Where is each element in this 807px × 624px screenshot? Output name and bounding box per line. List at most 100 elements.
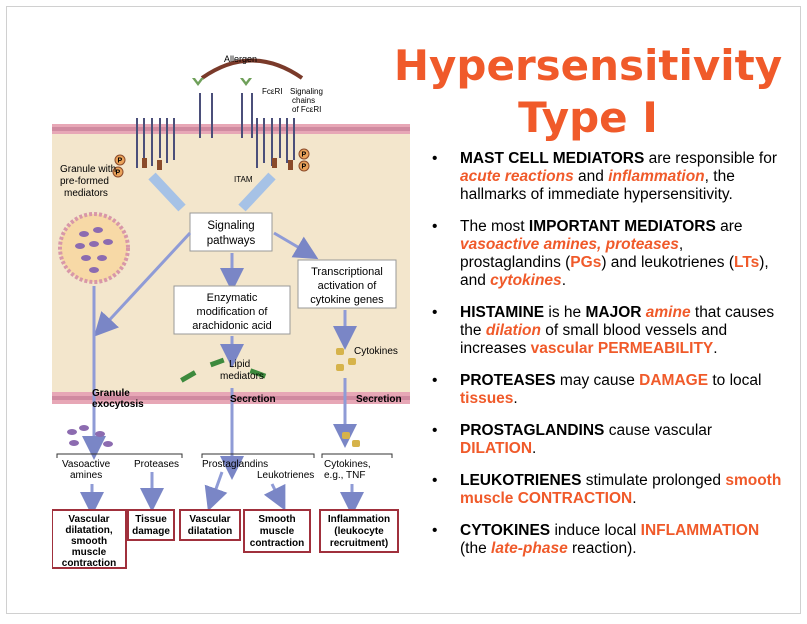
svg-text:Smooth: Smooth	[258, 514, 295, 525]
bullet-text: , the hallmarks of immediate hypersensit…	[460, 168, 735, 203]
svg-text:P: P	[116, 170, 121, 177]
bullet-text: vasoactive amines, proteases	[460, 236, 679, 253]
svg-text:contraction: contraction	[250, 538, 304, 549]
svg-text:modification of: modification of	[197, 306, 269, 318]
bullet-text: .	[513, 390, 518, 407]
prostaglandins-label: Prostaglandins	[202, 459, 268, 470]
svg-text:contraction: contraction	[62, 558, 116, 569]
fceri-label: FcεRI	[262, 87, 282, 96]
bullet-dot: •	[432, 150, 438, 167]
svg-text:chains: chains	[292, 96, 315, 105]
bullet-text: .	[713, 340, 718, 357]
bullet-text: IMPORTANT MEDIATORS	[528, 218, 716, 235]
bullet-text: LTs	[734, 254, 760, 271]
svg-text:P: P	[302, 164, 307, 171]
bullet-text: cause vascular	[604, 422, 713, 439]
bullet-text: PROTEASES	[460, 372, 556, 389]
bullet-text: reaction).	[567, 540, 637, 557]
transcriptional-box	[297, 259, 397, 309]
bullet-text: ), and	[460, 254, 769, 289]
bullet-text: smooth muscle CONTRACTION	[460, 472, 782, 507]
bullet-text: (the	[460, 540, 492, 557]
lipid-mediators-label: Lipid	[229, 359, 250, 370]
svg-text:dilatation,: dilatation,	[65, 525, 112, 536]
signaling-chains-label: Signaling	[290, 87, 323, 96]
svg-text:dilatation: dilatation	[188, 526, 232, 537]
bullet-text: dilation	[485, 322, 541, 339]
bullet-dot: •	[432, 422, 438, 439]
bullet-dot: •	[432, 304, 438, 321]
bullet-text: ) and leukotrienes (	[601, 254, 734, 271]
bullet-item: • CYTOKINES induce local INFLAMMATION (th…	[432, 522, 784, 558]
itam-label: ITAM	[234, 175, 253, 184]
svg-text:cytokine genes: cytokine genes	[310, 294, 384, 306]
bullet-text: PGs	[570, 254, 602, 271]
outcome-box-vascular-smooth	[52, 509, 127, 569]
bullet-text: HISTAMINE	[460, 304, 545, 321]
svg-text:Transcriptional: Transcriptional	[311, 266, 383, 278]
bullet-text: may cause	[555, 372, 640, 389]
outcome-box-tissue-damage	[127, 509, 175, 541]
bullet-text: of small blood vessels and increases	[460, 322, 728, 357]
svg-text:pre-formed: pre-formed	[60, 176, 109, 187]
bullet-text: acute reactions	[460, 168, 574, 185]
bullet-text: late-phase	[491, 540, 568, 557]
phospho-icon	[298, 160, 310, 172]
bullet-text: are responsible for	[644, 150, 777, 167]
bullet-text: CYTOKINES	[460, 522, 551, 539]
bullet-text: to local	[708, 372, 762, 389]
bullet-text: INFLAMMATION	[640, 522, 760, 539]
cytokine-icon	[336, 348, 356, 371]
svg-text:arachidonic acid: arachidonic acid	[192, 320, 272, 332]
svg-text:mediators: mediators	[220, 371, 264, 382]
bullet-text: is he	[544, 304, 586, 321]
svg-text:Enzymatic: Enzymatic	[207, 292, 258, 304]
bullet-dot: •	[432, 372, 438, 389]
bullet-item: • HISTAMINE is he MAJOR amine that causes…	[432, 304, 784, 358]
bullet-text: that causes the	[460, 304, 775, 339]
bullet-text: .	[561, 272, 566, 289]
bullet-text: induce local	[550, 522, 641, 539]
bullet-text: amine	[645, 304, 691, 321]
bullet-text: tissues	[460, 390, 514, 407]
svg-text:mediators: mediators	[64, 188, 108, 199]
bullet-text: DAMAGE	[639, 372, 709, 389]
receptor-icon	[136, 93, 295, 168]
phospho-icon	[112, 166, 124, 178]
svg-text:activation of: activation of	[318, 280, 378, 292]
allergen-label: Allergen	[224, 54, 257, 64]
bullet-text: vascular PERMEABILITY	[530, 340, 714, 357]
cytokines-label: Cytokines	[354, 346, 398, 357]
bullet-item: •MAST CELL MEDIATORS are responsible for…	[432, 150, 784, 204]
phospho-icon	[298, 148, 310, 160]
proteases-label: Proteases	[134, 459, 179, 470]
enzymatic-box	[173, 285, 291, 335]
svg-text:muscle: muscle	[72, 547, 107, 558]
bullet-item: •PROSTAGLANDINS cause vascular DILATION.	[432, 422, 784, 458]
svg-text:smooth: smooth	[71, 536, 107, 547]
svg-text:(leukocyte: (leukocyte	[334, 526, 384, 537]
bullet-text: stimulate prolonged	[581, 472, 726, 489]
svg-text:P: P	[302, 152, 307, 159]
svg-text:muscle: muscle	[260, 526, 295, 537]
bullet-text: .	[532, 440, 537, 457]
bullet-item: •The most IMPORTANT MEDIATORS are vasoac…	[432, 218, 784, 290]
slide-title: Hypersensitivity Type I	[378, 40, 798, 144]
svg-text:Inflammation: Inflammation	[328, 514, 390, 525]
svg-text:e.g., TNF: e.g., TNF	[324, 470, 366, 481]
bullet-text: cytokines	[490, 272, 562, 289]
outcome-box-vascular-dilatation	[179, 509, 241, 541]
svg-text:Vascular: Vascular	[189, 514, 230, 525]
bullet-text: MAJOR	[585, 304, 642, 321]
bullet-text: and	[573, 168, 609, 185]
title-line-1: Hypersensitivity	[393, 41, 783, 90]
bullet-text: The most	[460, 218, 529, 235]
signaling-chain-icon	[142, 158, 293, 170]
secretion-label: Secretion	[356, 394, 402, 405]
signaling-pathways-box	[189, 212, 273, 252]
svg-text:of FcεRI: of FcεRI	[292, 105, 321, 114]
granule-exocytosis-label: Granule	[92, 388, 130, 399]
bullet-list: •MAST CELL MEDIATORS are responsible for…	[432, 150, 784, 572]
svg-text:amines: amines	[70, 470, 102, 481]
bullet-dot: •	[432, 522, 438, 539]
